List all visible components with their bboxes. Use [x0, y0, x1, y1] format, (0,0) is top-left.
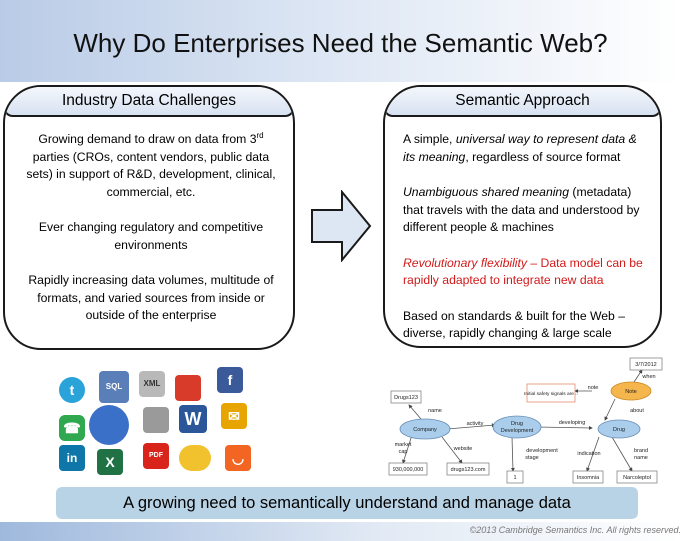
node-label: Development — [501, 428, 534, 434]
node-label: Note — [625, 389, 637, 395]
word-icon: W — [179, 405, 207, 433]
node-date — [629, 357, 663, 371]
node-drug — [597, 419, 641, 439]
node-label: 1 — [513, 475, 516, 481]
approach-emphasis: Unambiguous shared meaning — [403, 185, 569, 199]
node-insomnia — [572, 470, 604, 484]
excel-icon: X — [97, 449, 123, 475]
edge-label: when — [641, 374, 655, 380]
node-label: Company — [413, 427, 437, 433]
approach-paragraph: A simple, universal way to represent dat… — [403, 131, 646, 166]
edge-label: website — [453, 446, 473, 452]
node-note-text — [526, 383, 576, 403]
pdf-icon: PDF — [143, 443, 169, 469]
approach-paragraph: Unambiguous shared meaning (metadata) th… — [403, 184, 646, 237]
challenge-paragraph: Ever changing regulatory and competitive… — [38, 220, 264, 252]
panel-heading: Semantic Approach — [385, 87, 660, 117]
approach-text: – Data model can be rapidly adapted to i… — [403, 255, 643, 288]
data-source-logos: t SQL XML f ☎ W ✉ in X PDF ◡ — [55, 365, 270, 480]
globe-icon — [89, 405, 129, 445]
semantic-graph: Company Drug Development Drug Note Drugs… — [388, 357, 663, 484]
approach-emphasis: Revolutionary flexibility — [403, 255, 527, 270]
node-narcoleptol — [616, 470, 658, 484]
edge-label: stage — [525, 455, 538, 461]
node-label: 930,000,000 — [393, 467, 424, 473]
node-label: Narcoleptol — [623, 475, 651, 481]
copyright-text: ©2013 Cambridge Semantics Inc. All right… — [469, 525, 681, 535]
sql-database-icon: SQL — [99, 371, 129, 403]
edge-label: developing — [559, 420, 586, 426]
challenge-paragraph: Growing demand to draw on data from 3rd … — [23, 131, 279, 201]
industry-challenges-panel: Industry Data Challenges Growing demand … — [3, 85, 295, 350]
node-label: Drug — [613, 427, 625, 433]
conclusion-banner: A growing need to semantically understan… — [56, 487, 638, 519]
footer-band — [0, 522, 681, 541]
challenge-text: parties (CROs, content vendors, public d… — [26, 149, 276, 199]
semantic-approach-panel: Semantic Approach A simple, universal wa… — [383, 85, 662, 348]
right-arrow-icon — [311, 190, 372, 262]
edge-label: about — [630, 408, 644, 414]
hadoop-elephant-icon — [179, 445, 211, 471]
node-drugs123 — [390, 390, 422, 404]
edge-label: note — [588, 385, 599, 391]
challenge-text: Growing demand to draw on data from 3 — [38, 132, 257, 146]
node-label: Insomnia — [577, 475, 600, 481]
facebook-icon: f — [217, 367, 243, 393]
node-label: Drugs123 — [394, 395, 418, 401]
approach-text: , regardless of source format — [465, 149, 621, 164]
node-label: 3/7/2012 — [635, 362, 656, 368]
document-icon — [143, 407, 169, 433]
node-stage-value — [506, 470, 524, 484]
node-label: Drug — [511, 421, 523, 427]
approach-text: A simple, — [403, 132, 456, 146]
approach-emphasis: universal way to represent data & its me… — [403, 132, 637, 164]
edge-label: activity — [467, 421, 484, 427]
approach-paragraph: Based on standards & built for the Web –… — [403, 308, 625, 341]
linkedin-icon: in — [59, 445, 85, 471]
edge-label: development — [526, 448, 558, 454]
panel-body: Growing demand to draw on data from 3rd … — [23, 131, 279, 343]
panel-heading: Industry Data Challenges — [5, 87, 293, 117]
rubiks-cube-icon — [175, 375, 201, 401]
node-label: drugs123.com — [451, 467, 486, 473]
phone-icon: ☎ — [59, 415, 85, 441]
edge-label: cap — [399, 449, 408, 455]
challenge-paragraph: Rapidly increasing data volumes, multitu… — [28, 273, 274, 322]
edge-label: brand — [634, 448, 648, 454]
twitter-icon: t — [59, 377, 85, 403]
node-drug-development — [492, 415, 542, 439]
superscript: rd — [256, 130, 264, 140]
xml-file-icon: XML — [139, 371, 165, 397]
node-company — [399, 418, 451, 440]
node-market-cap-value — [388, 462, 428, 476]
edge-label: name — [428, 408, 442, 414]
node-website-value — [446, 462, 490, 476]
rss-icon: ◡ — [225, 445, 251, 471]
edge-label: name — [634, 455, 648, 461]
approach-text: (metadata) that travels with the data an… — [403, 185, 640, 234]
slide-title: Why Do Enterprises Need the Semantic Web… — [73, 28, 608, 58]
panel-body: A simple, universal way to represent dat… — [403, 131, 646, 346]
header-band — [0, 0, 681, 82]
node-note — [610, 381, 652, 401]
node-label: Initial safety signals are .. — [524, 391, 578, 397]
approach-paragraph-highlight: Revolutionary flexibility – Data model c… — [403, 255, 646, 290]
outlook-icon: ✉ — [221, 403, 247, 429]
edge-label: market — [395, 442, 412, 448]
edge-label: indication — [577, 451, 600, 457]
